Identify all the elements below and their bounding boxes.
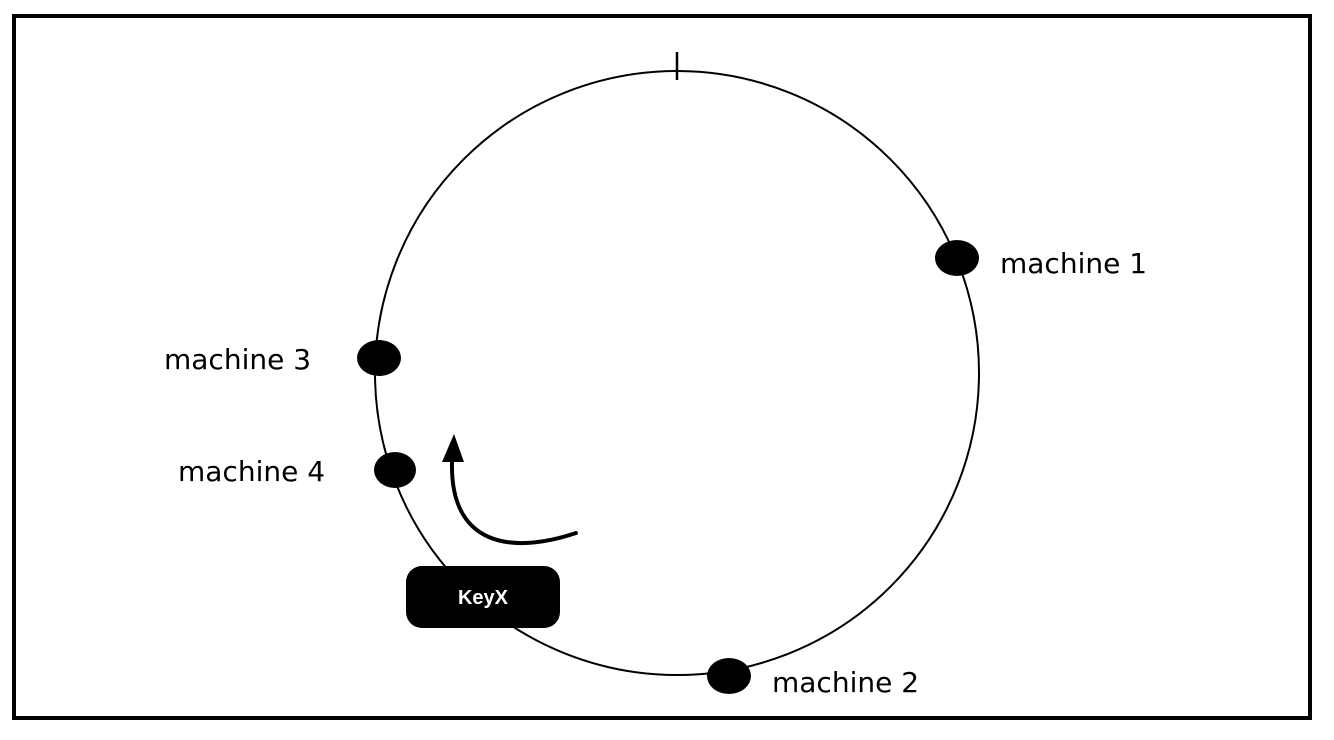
key-x-label: KeyX	[458, 587, 509, 609]
machine-4-label: machine 4	[178, 455, 325, 488]
key-x-box	[406, 566, 560, 628]
ring-node-machine-3: machine 3	[164, 340, 401, 376]
machine-4-marker	[374, 452, 416, 488]
diagram-border	[12, 14, 1312, 720]
machine-2-label: machine 2	[772, 666, 919, 699]
ring-node-machine-4: machine 4	[178, 452, 416, 488]
ring-node-machine-1: machine 1	[935, 240, 1147, 280]
counterclockwise-arrow	[442, 434, 578, 545]
machine-1-marker	[935, 240, 979, 276]
key-x-badge: KeyX	[406, 566, 560, 628]
machine-3-marker	[357, 340, 401, 376]
ring-node-machine-2: machine 2	[707, 658, 919, 699]
arrow-shaft	[449, 460, 578, 545]
machine-1-label: machine 1	[1000, 247, 1147, 280]
machine-2-marker	[707, 658, 751, 694]
machine-3-label: machine 3	[164, 343, 311, 376]
arrow-head-icon	[442, 434, 464, 462]
